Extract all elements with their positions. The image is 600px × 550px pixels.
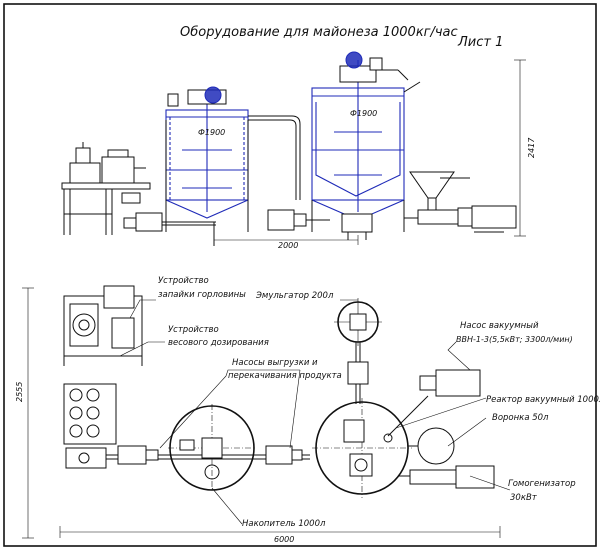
front-view: Ф1900 (61, 51, 536, 250)
homogenizer-front (404, 205, 517, 233)
weighing-device-plan (63, 383, 117, 469)
storage-tank-plan (168, 404, 256, 492)
pump-front-2 (267, 209, 330, 231)
label-filling-device-2: запайки горловины (158, 290, 246, 300)
sheet-number: Лист 1 (457, 35, 503, 50)
plan-view: 2555 6000 (15, 276, 600, 544)
tank2-diameter: Ф1900 (350, 109, 377, 118)
tank1-diameter: Ф1900 (198, 128, 225, 137)
dim-2000: 2000 (278, 241, 298, 250)
transfer-pipe (248, 115, 301, 200)
pump-line-plan (106, 445, 310, 465)
dim-2417: 2417 (527, 137, 536, 158)
sheet-frame (3, 3, 597, 547)
emulsifier-plan (334, 298, 382, 404)
pump-front-1 (123, 212, 216, 246)
funnel-front (409, 171, 470, 213)
label-homogenizer-2: 30кВт (510, 493, 538, 503)
label-weighing-device-1: Устройство (168, 325, 219, 335)
label-emulsifier: Эмульгатор 200л (255, 291, 334, 301)
leader-lines (119, 299, 511, 525)
dim-6000: 6000 (274, 535, 294, 544)
label-vacuum-pump-1: Насос вакуумный (460, 321, 539, 331)
label-weighing-device-2: весового дозирования (168, 338, 269, 348)
label-homogenizer-1: Гомогенизатор (508, 479, 576, 489)
drawing-title: Оборудование для майонеза 1000кг/час (180, 25, 458, 40)
dim-2555: 2555 (15, 382, 24, 402)
filling-device-front (61, 142, 151, 235)
reactor-front: Ф1900 (311, 51, 421, 240)
vacuum-pump-plan (419, 369, 481, 397)
label-vacuum-pump-2: ВВН-1-3(5,5кВт; 3300л/мин) (456, 335, 573, 344)
label-reactor: Реактор вакуумный 1000л (486, 395, 600, 405)
filling-device-plan (63, 285, 143, 366)
tank-front-1: Ф1900 (165, 86, 249, 232)
reactor-plan (312, 395, 429, 498)
label-pumps-1: Насосы выгрузки и (232, 358, 318, 368)
label-funnel: Воронка 50л (492, 413, 549, 423)
label-pumps-2: перекачивания продукта (228, 371, 342, 381)
funnel-plan (408, 427, 455, 465)
label-storage: Накопитель 1000л (242, 519, 326, 529)
homogenizer-plan (398, 465, 495, 489)
label-filling-device-1: Устройство (158, 276, 209, 286)
